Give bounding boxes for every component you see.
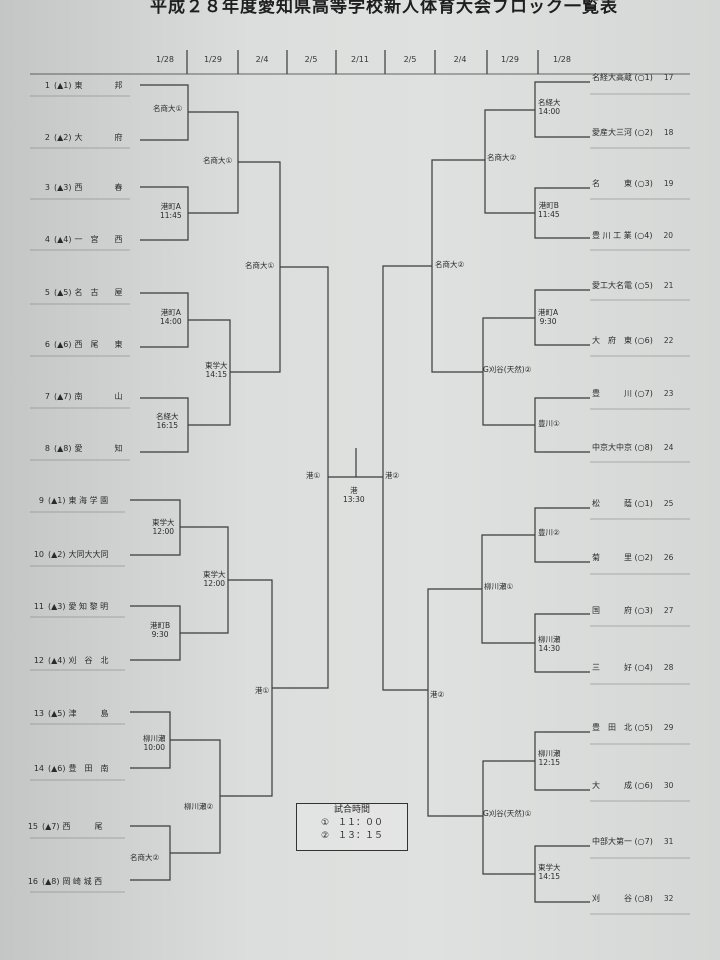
- date-header: 2/11: [351, 55, 369, 64]
- team-entry: 3(▲3)西 春: [44, 183, 123, 192]
- match-venue: 柳川瀬②: [184, 802, 214, 811]
- match-venue: 豊川②: [538, 528, 560, 537]
- page-title: 平成２８年度愛知県高等学校新人体育大会ブロック一覧表: [150, 0, 618, 17]
- date-header: 2/5: [304, 55, 318, 64]
- match-time-slot-2: ② １３：１５: [320, 831, 384, 841]
- team-entry: 5(▲5)名 古 屋: [44, 288, 123, 297]
- match-venue: 港②: [430, 690, 445, 699]
- team-entry: 国 府 (○3)27: [592, 606, 674, 615]
- date-header: 1/28: [553, 55, 571, 64]
- team-entry: 2(▲2)大 府: [44, 133, 123, 142]
- team-entry: 16(▲8)岡 崎 城 西: [27, 877, 103, 886]
- match-venue: 豊川①: [538, 419, 560, 428]
- match-venue: 名商大①: [245, 261, 275, 270]
- team-entry: 中部大第一 (○7)31: [592, 837, 674, 846]
- match-time-box: 試合時間 ① １１：００ ② １３：１５: [296, 803, 408, 851]
- match-time-slot-1: ① １１：００: [320, 818, 384, 828]
- team-entry: 1(▲1)東 邦: [44, 81, 123, 90]
- team-entry: 豊 川 工 業 (○4)20: [592, 231, 674, 240]
- match-venue: G刈谷(天然)①: [483, 809, 532, 818]
- team-entry: 刈 谷 (○8)32: [592, 894, 674, 903]
- match-venue: 柳川瀬①: [484, 582, 514, 591]
- team-entry: 大 成 (○6)30: [592, 781, 674, 790]
- team-entry: 豊 田 北 (○5)29: [592, 723, 674, 732]
- date-header: 2/4: [255, 55, 269, 64]
- date-header: 2/4: [453, 55, 467, 64]
- match-time-title: 試合時間: [333, 805, 370, 815]
- team-entry: 松 蔭 (○1)25: [592, 499, 674, 508]
- team-entry: 15(▲7)西 尾: [27, 822, 103, 831]
- team-entry: 11(▲3)愛 知 黎 明: [33, 602, 109, 611]
- match-venue: 港①: [306, 471, 321, 480]
- team-entry: 愛産大三河 (○2)18: [592, 128, 674, 137]
- team-entry: 13(▲5)津 島: [33, 709, 109, 718]
- team-entry: 大 府 東 (○6)22: [592, 336, 674, 345]
- team-entry: 4(▲4)一 宮 西: [44, 235, 123, 244]
- team-entry: 6(▲6)西 尾 東: [44, 340, 123, 349]
- team-entry: 8(▲8)愛 知: [44, 444, 123, 453]
- match-venue: 港①: [255, 686, 270, 695]
- date-header: 1/29: [501, 55, 519, 64]
- match-venue: 名商大①: [203, 156, 233, 165]
- date-header: 2/5: [403, 55, 417, 64]
- team-entry: 中京大中京 (○8)24: [592, 443, 674, 452]
- team-entry: 12(▲4)刈 谷 北: [33, 656, 109, 665]
- team-entry: 7(▲7)南 山: [44, 392, 123, 401]
- match-venue: G刈谷(天然)②: [483, 365, 532, 374]
- team-entry: 豊 川 (○7)23: [592, 389, 674, 398]
- team-entry: 三 好 (○4)28: [592, 663, 674, 672]
- match-venue: 名商大②: [435, 260, 465, 269]
- team-entry: 名 東 (○3)19: [592, 179, 674, 188]
- match-venue: 名商大②: [487, 153, 517, 162]
- team-entry: 愛工大名電 (○5)21: [592, 281, 674, 290]
- date-header: 1/29: [204, 55, 222, 64]
- match-venue: 港②: [385, 471, 400, 480]
- team-entry: 名経大高蔵 (○1)17: [592, 73, 674, 82]
- team-entry: 10(▲2)大同大大同: [33, 550, 109, 559]
- team-entry: 菊 里 (○2)26: [592, 553, 674, 562]
- match-venue: 名商大②: [130, 853, 160, 862]
- match-venue: 名商大①: [153, 104, 183, 113]
- team-entry: 14(▲6)豊 田 南: [33, 764, 109, 773]
- team-entry: 9(▲1)東 海 学 園: [38, 496, 109, 505]
- date-header: 1/28: [156, 55, 174, 64]
